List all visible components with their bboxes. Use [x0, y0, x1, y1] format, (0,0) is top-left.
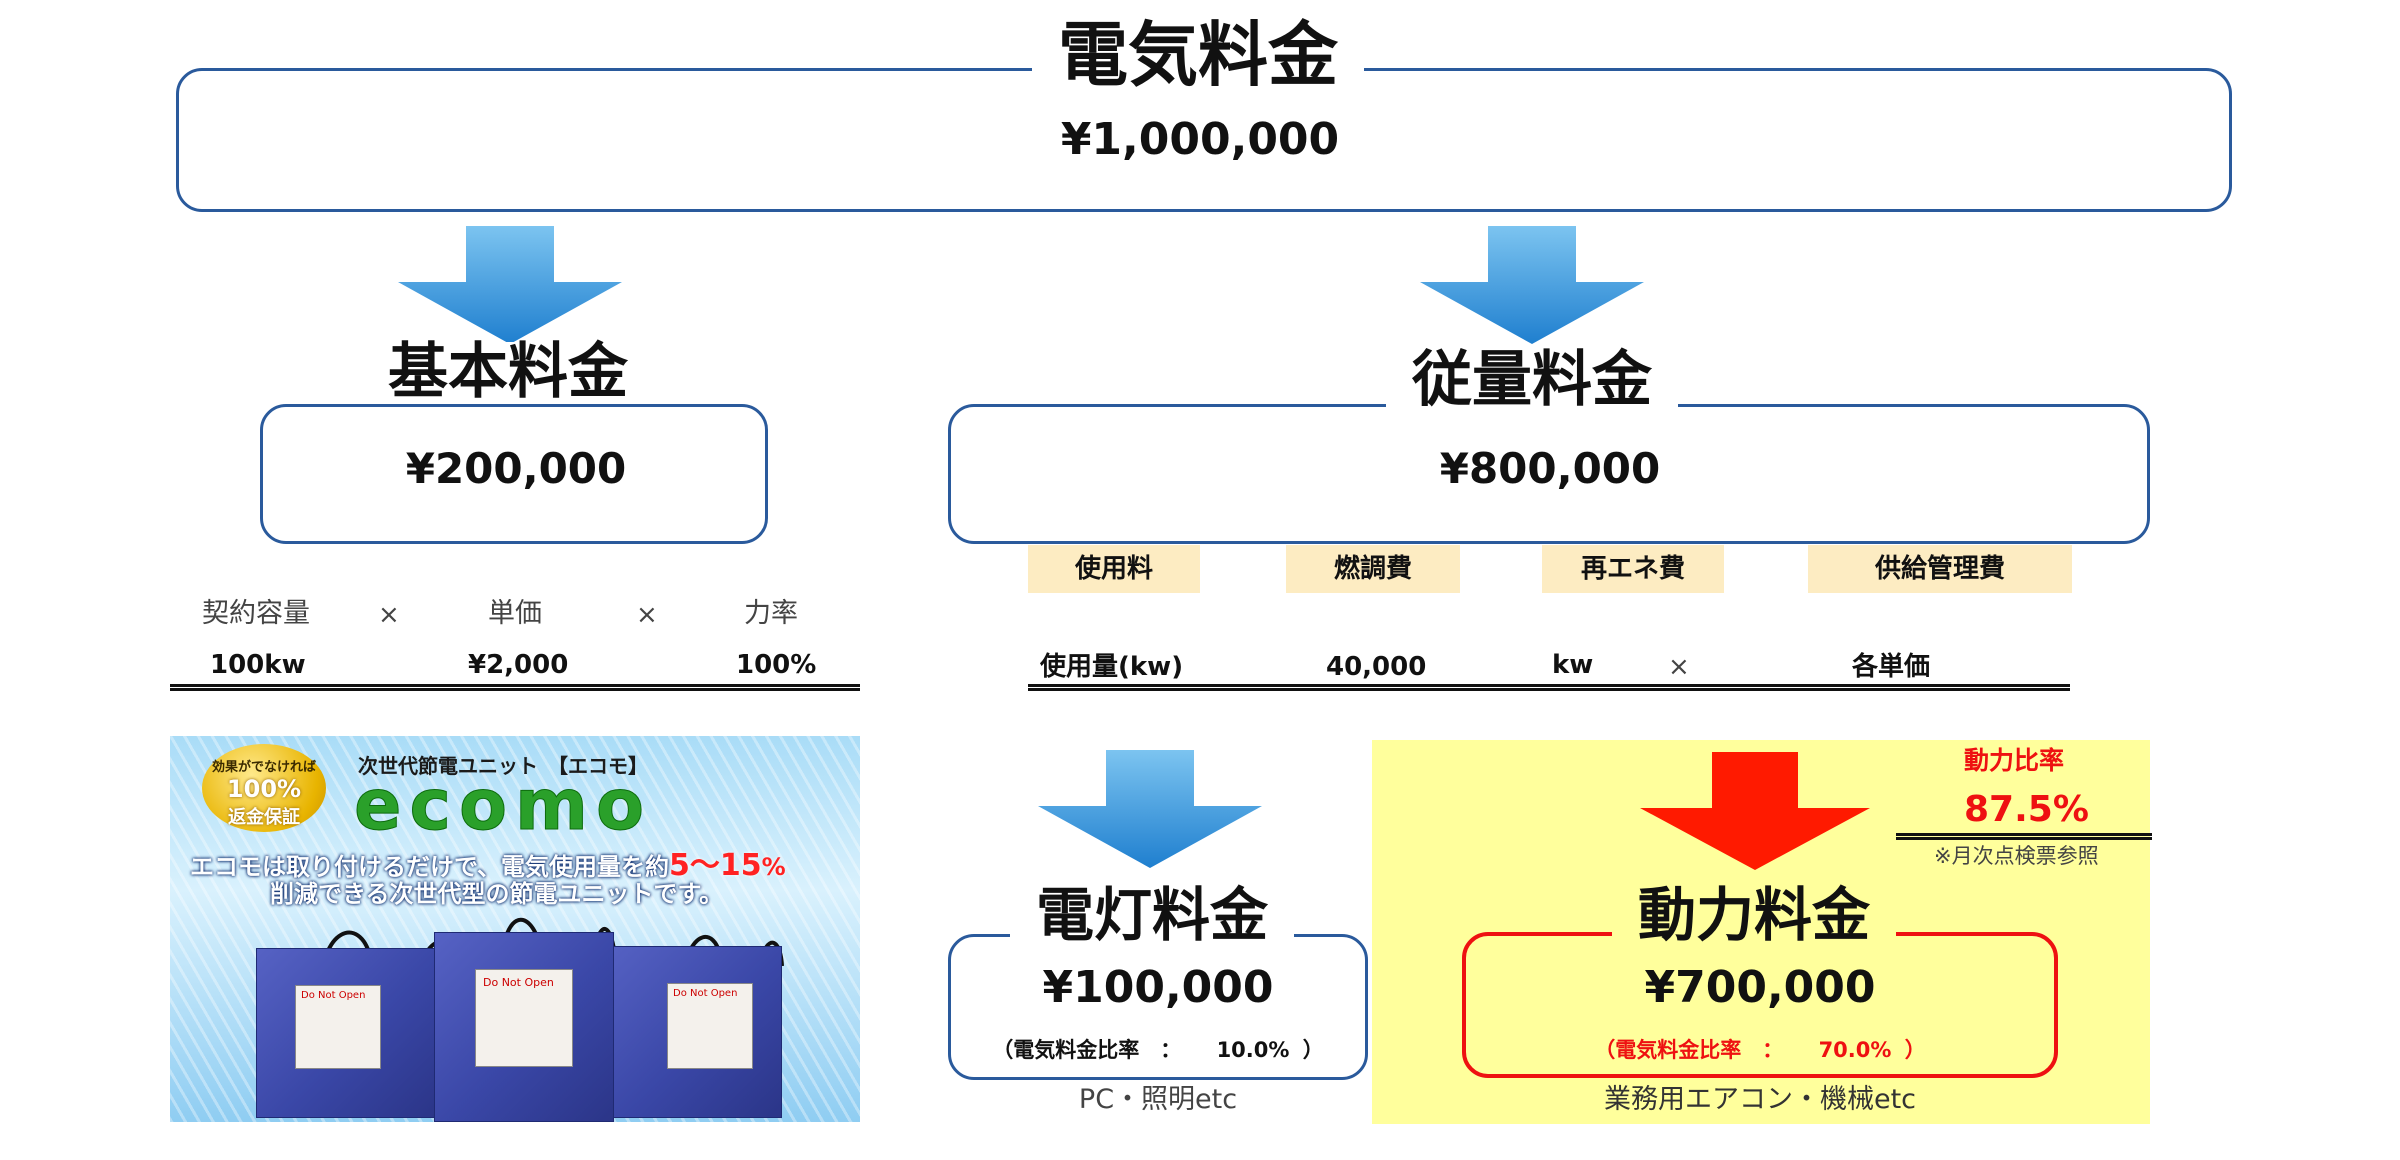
- device-label-right: Do Not Open: [673, 988, 738, 999]
- usage-formula-unit-prices: 各単価: [1852, 652, 1931, 682]
- usage-formula-label: 使用量(kw): [1040, 652, 1184, 682]
- ad-copy-line-2: 削減できる次世代型の節電ユニットです。: [270, 880, 724, 908]
- usage-title: 従量料金: [1386, 350, 1678, 410]
- formula-value-power-factor: 100%: [736, 650, 817, 680]
- ad-copy-line-1: エコモは取り付けるだけで、電気使用量を約5～15%: [190, 840, 786, 884]
- lighting-ratio-value: 10.0%: [1216, 1038, 1290, 1062]
- formula-header-power-factor: 力率: [744, 598, 798, 629]
- usage-formula-unit: kw: [1552, 650, 1594, 680]
- formula-value-capacity: 100kw: [210, 650, 306, 680]
- power-ratio: （電気料金比率 ： 70.0% ）: [1540, 1040, 1980, 1061]
- ecomo-device-right: Do Not Open: [602, 946, 782, 1118]
- ecomo-device-center: Do Not Open: [434, 932, 614, 1122]
- lighting-box: [948, 934, 1368, 1080]
- formula-header-times-2: ×: [636, 600, 658, 630]
- device-label-left: Do Not Open: [301, 990, 366, 1001]
- badge-line-3: 返金保証: [228, 807, 300, 828]
- lighting-ratio-close: ）: [1302, 1038, 1324, 1062]
- lighting-caption: PC・照明etc: [1078, 1084, 1238, 1115]
- basic-box: [260, 404, 768, 544]
- power-ratio-value: 87.5%: [1964, 789, 2089, 830]
- power-amount: ¥700,000: [1644, 962, 1876, 1013]
- power-ratio-text-close: ）: [1904, 1038, 1926, 1062]
- usage-formula-times: ×: [1668, 652, 1690, 682]
- arrow-down-icon-lighting: [1038, 750, 1262, 868]
- ecomo-device-left: Do Not Open: [256, 948, 436, 1118]
- lighting-amount: ¥100,000: [1042, 962, 1274, 1013]
- tag-renewable-levy: 再エネ費: [1542, 545, 1724, 593]
- formula-header-times-1: ×: [378, 600, 400, 630]
- ad-copy-highlight: 5～15: [669, 848, 762, 883]
- power-ratio-double-rule: [1896, 833, 2152, 840]
- formula-header-capacity: 契約容量: [202, 598, 310, 629]
- guarantee-badge: 効果がでなければ 100% 返金保証: [202, 744, 326, 832]
- usage-box: [948, 404, 2150, 544]
- ad-headline: 次世代節電ユニット 【エコモ】: [358, 754, 648, 778]
- tag-usage-fee: 使用料: [1028, 545, 1200, 593]
- usage-formula-double-rule: [1028, 684, 2070, 691]
- ad-copy-line-1-a: エコモは取り付けるだけで、電気使用量を約: [190, 853, 670, 881]
- basic-amount: ¥200,000: [405, 444, 627, 493]
- ecomo-logo: ecomo: [353, 764, 653, 847]
- lighting-ratio-label: （電気料金比率 ：: [992, 1038, 1182, 1062]
- tag-fuel-adjustment: 燃調費: [1286, 545, 1460, 593]
- arrow-down-icon-usage: [1420, 226, 1644, 344]
- usage-amount: ¥800,000: [1439, 444, 1661, 493]
- power-title: 動力料金: [1612, 886, 1897, 944]
- badge-line-2: 100%: [226, 775, 302, 803]
- total-title: 電気料金: [1032, 20, 1364, 90]
- power-caption: 業務用エアコン・機械etc: [1603, 1084, 1917, 1115]
- power-ratio-note: ※月次点検票参照: [1934, 844, 2099, 868]
- lighting-title: 電灯料金: [1010, 886, 1295, 944]
- power-ratio-label: 動力比率: [1964, 746, 2065, 775]
- power-ratio-text-value: 70.0%: [1818, 1038, 1892, 1062]
- arrow-down-icon-power: [1640, 752, 1870, 870]
- formula-header-unit-price: 単価: [488, 598, 542, 629]
- ecomo-ad-image: 効果がでなければ 100% 返金保証 次世代節電ユニット 【エコモ】 ecomo…: [170, 736, 860, 1122]
- badge-line-1: 効果がでなければ: [211, 760, 316, 775]
- total-amount: ¥1,000,000: [1060, 114, 1340, 165]
- formula-value-unit-price: ¥2,000: [468, 650, 569, 680]
- basic-title: 基本料金: [362, 342, 654, 402]
- lighting-ratio: （電気料金比率 ： 10.0% ）: [968, 1040, 1348, 1061]
- basic-formula-double-rule: [170, 684, 860, 691]
- tag-supply-management: 供給管理費: [1808, 545, 2072, 593]
- arrow-down-icon-basic: [398, 226, 622, 344]
- usage-formula-amount: 40,000: [1326, 652, 1427, 682]
- power-ratio-text-label: （電気料金比率 ：: [1594, 1038, 1784, 1062]
- device-label-center: Do Not Open: [483, 976, 554, 989]
- ad-copy-percent: %: [761, 853, 786, 881]
